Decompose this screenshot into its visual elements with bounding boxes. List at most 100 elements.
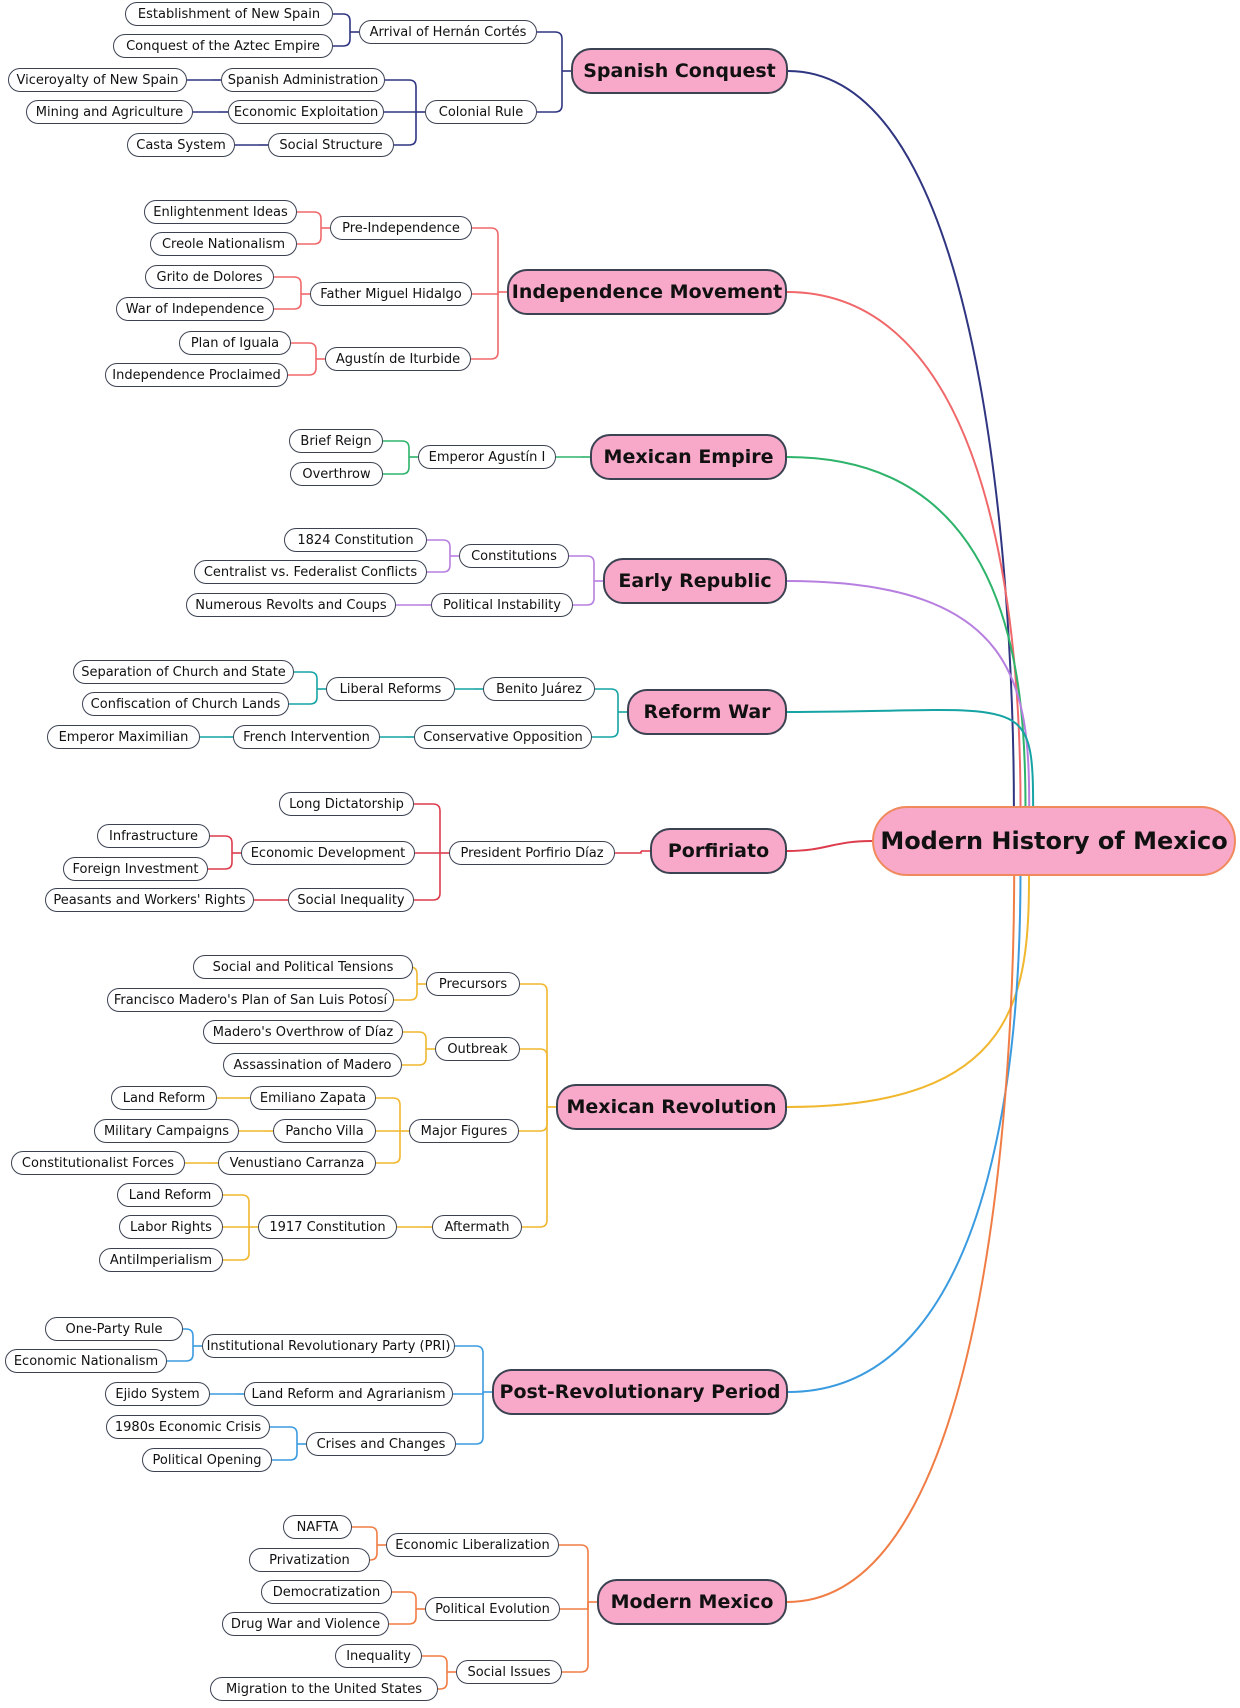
topic-mining-and-agriculture[interactable]: Mining and Agriculture: [26, 100, 193, 124]
topic-constitutionalist-forces[interactable]: Constitutionalist Forces: [11, 1151, 185, 1175]
topic-economic-nationalism[interactable]: Economic Nationalism: [5, 1349, 167, 1373]
topic-land-reform[interactable]: Land Reform: [117, 1183, 223, 1207]
topic-overthrow[interactable]: Overthrow: [290, 462, 383, 486]
branch-topic-porfiriato[interactable]: Porfiriato: [650, 828, 787, 874]
topic-numerous-revolts-and-coups[interactable]: Numerous Revolts and Coups: [186, 593, 396, 617]
branch-topic-mexican-empire[interactable]: Mexican Empire: [590, 434, 787, 480]
topic-major-figures[interactable]: Major Figures: [409, 1119, 519, 1143]
topic-nafta[interactable]: NAFTA: [283, 1515, 352, 1539]
connector-line: [210, 835, 233, 853]
topic-political-instability[interactable]: Political Instability: [431, 593, 573, 617]
topic-agustin-de-iturbide[interactable]: Agustín de Iturbide: [325, 347, 471, 371]
topic-land-reform[interactable]: Land Reform: [111, 1086, 217, 1110]
topic-french-intervention[interactable]: French Intervention: [233, 725, 380, 749]
topic-privatization[interactable]: Privatization: [249, 1548, 370, 1572]
topic-1980s-economic-crisis[interactable]: 1980s Economic Crisis: [106, 1415, 270, 1439]
topic-migration-to-the-united-states[interactable]: Migration to the United States: [210, 1677, 438, 1701]
topic-brief-reign[interactable]: Brief Reign: [289, 429, 383, 453]
branch-topic-mexican-revolution[interactable]: Mexican Revolution: [556, 1084, 787, 1130]
topic-1824-constitution[interactable]: 1824 Constitution: [284, 528, 427, 552]
connector-line: [472, 227, 499, 292]
topic-venustiano-carranza[interactable]: Venustiano Carranza: [218, 1151, 376, 1175]
topic-crises-and-changes[interactable]: Crises and Changes: [306, 1432, 456, 1456]
topic-constitutions[interactable]: Constitutions: [459, 544, 569, 568]
topic-plan-of-iguala[interactable]: Plan of Iguala: [179, 331, 291, 355]
connector-line: [786, 709, 1035, 809]
branch-topic-independence-movement[interactable]: Independence Movement: [507, 269, 787, 315]
topic-creole-nationalism[interactable]: Creole Nationalism: [150, 232, 297, 256]
topic-democratization[interactable]: Democratization: [261, 1580, 392, 1604]
topic-outbreak[interactable]: Outbreak: [435, 1037, 520, 1061]
connector-line: [383, 440, 410, 457]
topic-president-porfirio-diaz[interactable]: President Porfirio Díaz: [449, 841, 615, 865]
topic-drug-war-and-violence[interactable]: Drug War and Violence: [222, 1612, 389, 1636]
topic-francisco-madero-s-plan-of-san-luis-potosi[interactable]: Francisco Madero's Plan of San Luis Poto…: [107, 988, 394, 1012]
topic-colonial-rule[interactable]: Colonial Rule: [425, 100, 537, 124]
connector-line: [562, 1602, 589, 1673]
topic-social-inequality[interactable]: Social Inequality: [288, 888, 414, 912]
branch-topic-early-republic[interactable]: Early Republic: [603, 558, 787, 604]
topic-centralist-vs-federalist-conflicts[interactable]: Centralist vs. Federalist Conflicts: [194, 560, 427, 584]
root-topic[interactable]: Modern History of Mexico: [872, 806, 1236, 876]
topic-emperor-maximilian[interactable]: Emperor Maximilian: [47, 725, 200, 749]
connector-line: [456, 1392, 484, 1445]
topic-long-dictatorship[interactable]: Long Dictatorship: [279, 792, 414, 816]
topic-economic-exploitation[interactable]: Economic Exploitation: [228, 100, 384, 124]
topic-establishment-of-new-spain[interactable]: Establishment of New Spain: [125, 2, 333, 26]
topic-political-opening[interactable]: Political Opening: [142, 1448, 272, 1472]
topic-political-evolution[interactable]: Political Evolution: [425, 1597, 560, 1621]
topic-liberal-reforms[interactable]: Liberal Reforms: [326, 677, 455, 701]
topic-aftermath[interactable]: Aftermath: [432, 1215, 522, 1239]
topic-social-and-political-tensions[interactable]: Social and Political Tensions: [193, 955, 413, 979]
topic-emiliano-zapata[interactable]: Emiliano Zapata: [250, 1086, 376, 1110]
topic-social-issues[interactable]: Social Issues: [456, 1660, 562, 1684]
topic-enlightenment-ideas[interactable]: Enlightenment Ideas: [144, 200, 297, 224]
topic-conquest-of-the-aztec-empire[interactable]: Conquest of the Aztec Empire: [113, 34, 333, 58]
connector-line: [422, 1655, 448, 1672]
topic-land-reform-and-agrarianism[interactable]: Land Reform and Agrarianism: [244, 1382, 453, 1406]
topic-emperor-agustin-i[interactable]: Emperor Agustín I: [418, 445, 556, 469]
topic-one-party-rule[interactable]: One-Party Rule: [45, 1317, 183, 1341]
connector-line: [385, 79, 417, 112]
connector-line: [274, 294, 302, 310]
topic-father-miguel-hidalgo[interactable]: Father Miguel Hidalgo: [310, 282, 472, 306]
topic-ejido-system[interactable]: Ejido System: [105, 1382, 210, 1406]
topic-madero-s-overthrow-of-diaz[interactable]: Madero's Overthrow of Díaz: [203, 1020, 403, 1044]
connector-line: [787, 70, 1015, 809]
topic-arrival-of-hernan-cortes[interactable]: Arrival of Hernán Cortés: [359, 20, 537, 44]
topic-social-structure[interactable]: Social Structure: [268, 133, 394, 157]
topic-1917-constitution[interactable]: 1917 Constitution: [258, 1215, 397, 1239]
branch-topic-reform-war[interactable]: Reform War: [627, 689, 787, 735]
topic-labor-rights[interactable]: Labor Rights: [119, 1215, 223, 1239]
topic-separation-of-church-and-state[interactable]: Separation of Church and State: [73, 660, 294, 684]
topic-infrastructure[interactable]: Infrastructure: [97, 824, 210, 848]
topic-casta-system[interactable]: Casta System: [127, 133, 235, 157]
topic-economic-liberalization[interactable]: Economic Liberalization: [386, 1533, 559, 1557]
topic-viceroyalty-of-new-spain[interactable]: Viceroyalty of New Spain: [8, 68, 187, 92]
topic-independence-proclaimed[interactable]: Independence Proclaimed: [105, 363, 288, 387]
branch-topic-post-revolutionary-period[interactable]: Post-Revolutionary Period: [492, 1369, 788, 1415]
branch-topic-modern-mexico[interactable]: Modern Mexico: [597, 1579, 787, 1625]
connector-line: [453, 1392, 484, 1395]
topic-pre-independence[interactable]: Pre-Independence: [330, 216, 472, 240]
topic-precursors[interactable]: Precursors: [426, 972, 520, 996]
topic-grito-de-dolores[interactable]: Grito de Dolores: [145, 265, 274, 289]
topic-conservative-opposition[interactable]: Conservative Opposition: [414, 725, 592, 749]
branch-topic-spanish-conquest[interactable]: Spanish Conquest: [571, 48, 788, 94]
connector-line: [560, 1602, 589, 1610]
topic-war-of-independence[interactable]: War of Independence: [116, 297, 274, 321]
topic-benito-juarez[interactable]: Benito Juárez: [483, 677, 595, 701]
connector-line: [402, 1049, 427, 1066]
topic-pancho-villa[interactable]: Pancho Villa: [273, 1119, 376, 1143]
topic-institutional-revolutionary-party-pri[interactable]: Institutional Revolutionary Party (PRI): [202, 1334, 455, 1358]
topic-antiimperialism[interactable]: AntiImperialism: [99, 1248, 223, 1272]
topic-foreign-investment[interactable]: Foreign Investment: [63, 857, 208, 881]
connector-line: [786, 840, 873, 852]
topic-military-campaigns[interactable]: Military Campaigns: [94, 1119, 239, 1143]
topic-peasants-and-workers-rights[interactable]: Peasants and Workers' Rights: [45, 888, 254, 912]
topic-economic-development[interactable]: Economic Development: [241, 841, 415, 865]
topic-spanish-administration[interactable]: Spanish Administration: [221, 68, 385, 92]
topic-confiscation-of-church-lands[interactable]: Confiscation of Church Lands: [82, 692, 289, 716]
topic-assassination-of-madero[interactable]: Assassination of Madero: [223, 1053, 402, 1077]
topic-inequality[interactable]: Inequality: [335, 1644, 422, 1668]
